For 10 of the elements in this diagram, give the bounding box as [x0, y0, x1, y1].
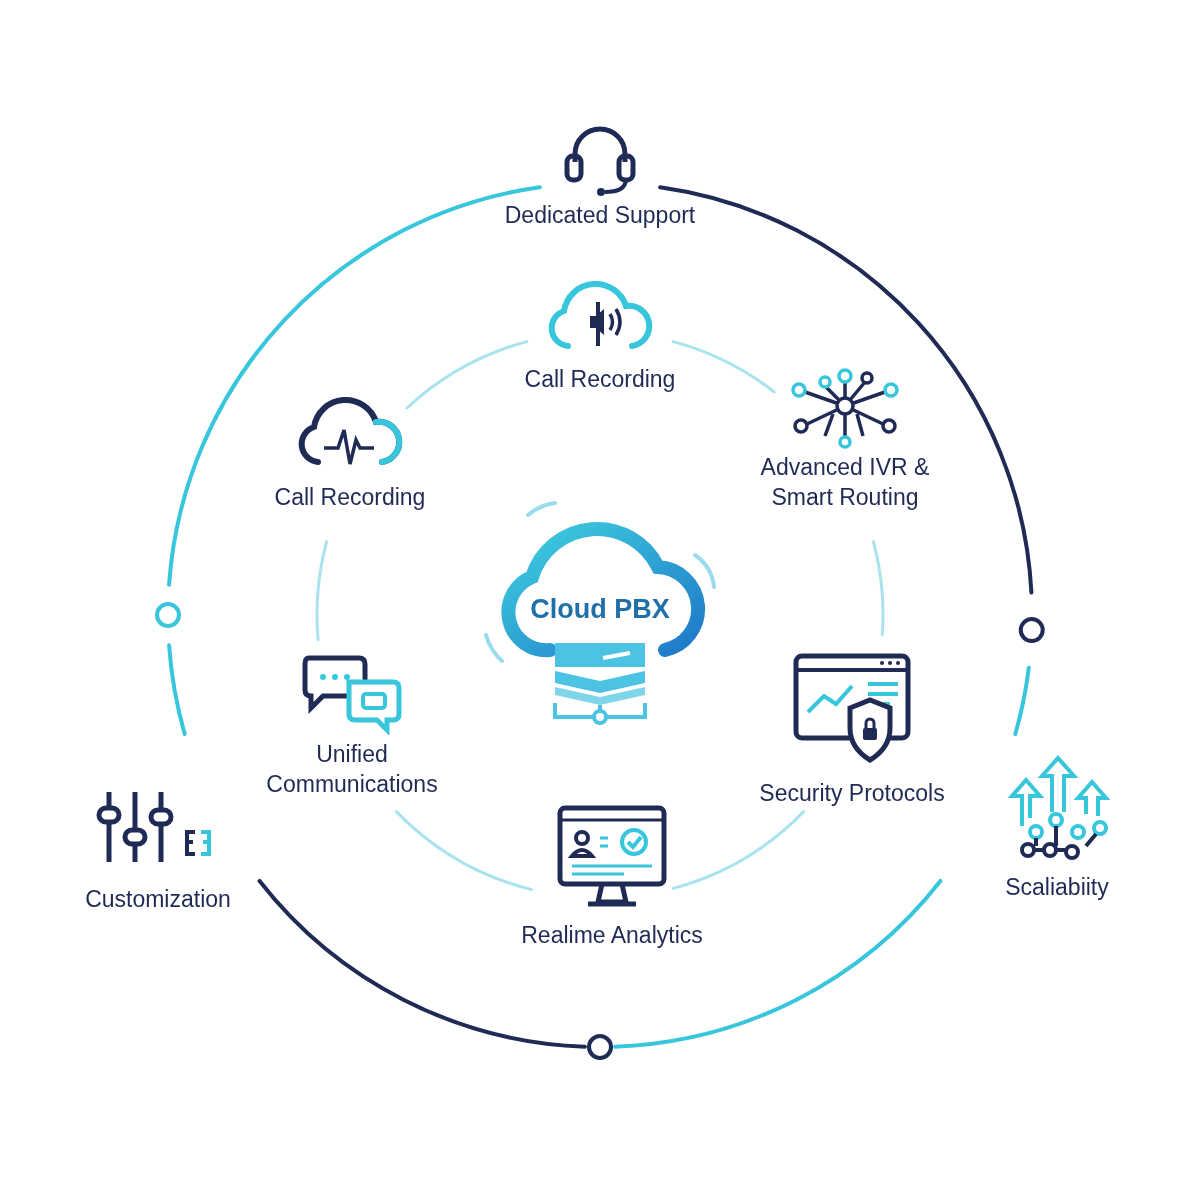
feature-label: Call Recording: [524, 365, 676, 394]
feature-label: Advanced IVR & Smart Routing: [759, 453, 931, 512]
feature-label: Dedicated Support: [504, 201, 696, 230]
feature-label: Call Recording: [274, 483, 426, 512]
feature-label: Customization: [85, 885, 231, 914]
feature-label: Security Protocols: [759, 779, 945, 808]
hub-title: Cloud PBX: [529, 593, 671, 625]
feature-label: Realime Analytics: [521, 921, 703, 950]
feature-label: Unified Communications: [265, 740, 439, 799]
feature-label: Scaliabiity: [1005, 873, 1109, 902]
